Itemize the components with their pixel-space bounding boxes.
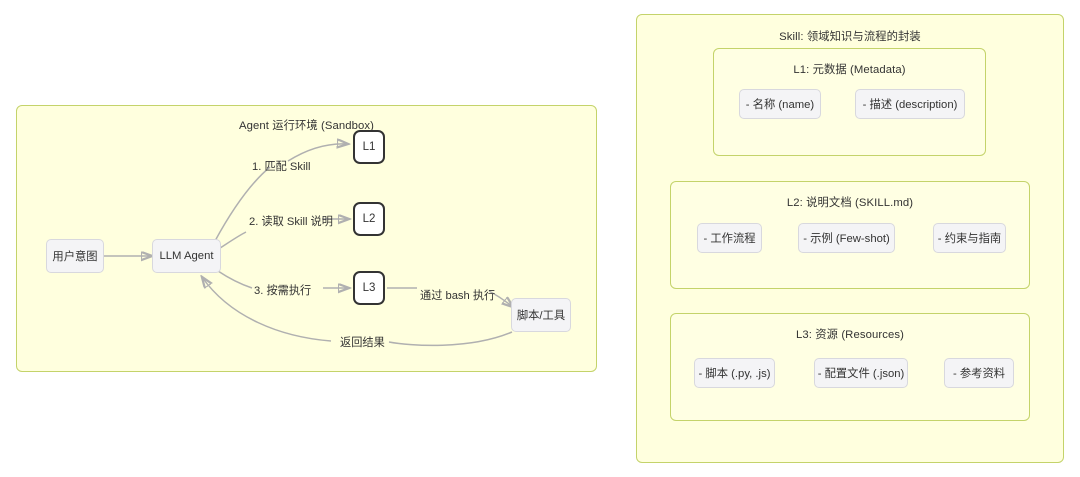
node-l1-label: L1 — [362, 141, 376, 153]
node-llm-agent-label: LLM Agent — [159, 250, 214, 262]
node-llm-agent[interactable]: LLM Agent — [152, 239, 221, 273]
layer-l1-item-name[interactable]: - 名称 (name) — [739, 89, 821, 119]
layer-l3-item-scripts[interactable]: - 脚本 (.py, .js) — [694, 358, 775, 388]
layer-l3-item-config-label: - 配置文件 (.json) — [817, 368, 905, 380]
layer-l3-item-config[interactable]: - 配置文件 (.json) — [814, 358, 908, 388]
layer-l2-title: L2: 说明文档 (SKILL.md) — [786, 197, 914, 209]
layer-l1-title: L1: 元数据 (Metadata) — [793, 64, 906, 76]
layer-l2-item-guidelines[interactable]: - 约束与指南 — [933, 223, 1006, 253]
edge-label-step2: 2. 读取 Skill 说明 — [249, 216, 333, 228]
node-l2[interactable]: L2 — [353, 202, 385, 236]
sandbox-cluster-title: Agent 运行环境 (Sandbox) — [238, 120, 375, 132]
node-l3-label: L3 — [362, 282, 376, 294]
layer-l3-item-reference[interactable]: - 参考资料 — [944, 358, 1014, 388]
layer-l2-item-workflow[interactable]: - 工作流程 — [697, 223, 762, 253]
node-script-tool[interactable]: 脚本/工具 — [511, 298, 571, 332]
sandbox-cluster: Agent 运行环境 (Sandbox) — [16, 105, 597, 372]
edge-label-step3: 3. 按需执行 — [254, 285, 312, 297]
edge-label-via-bash: 通过 bash 执行 — [420, 290, 496, 302]
layer-l3-item-reference-label: - 参考资料 — [952, 368, 1006, 380]
node-l3[interactable]: L3 — [353, 271, 385, 305]
node-l1[interactable]: L1 — [353, 130, 385, 164]
layer-l2-item-guidelines-label: - 约束与指南 — [937, 233, 1002, 245]
node-script-tool-label: 脚本/工具 — [516, 310, 566, 322]
layer-l2-item-workflow-label: - 工作流程 — [703, 233, 756, 245]
node-user-intent-label: 用户意图 — [52, 251, 98, 263]
layer-l2-item-fewshot[interactable]: - 示例 (Few-shot) — [798, 223, 895, 253]
skill-cluster-title: Skill: 领域知识与流程的封装 — [779, 31, 921, 43]
node-user-intent[interactable]: 用户意图 — [46, 239, 104, 273]
node-l2-label: L2 — [362, 213, 376, 225]
layer-l1-item-name-label: - 名称 (name) — [745, 99, 815, 111]
layer-l1-item-description[interactable]: - 描述 (description) — [855, 89, 965, 119]
layer-l2-item-fewshot-label: - 示例 (Few-shot) — [803, 233, 890, 245]
layer-l3-item-scripts-label: - 脚本 (.py, .js) — [698, 368, 771, 380]
edge-label-return-result: 返回结果 — [340, 337, 385, 349]
edge-label-step1: 1. 匹配 Skill — [252, 161, 311, 173]
layer-l3-title: L3: 资源 (Resources) — [796, 329, 904, 341]
layer-l1-item-description-label: - 描述 (description) — [862, 99, 958, 111]
